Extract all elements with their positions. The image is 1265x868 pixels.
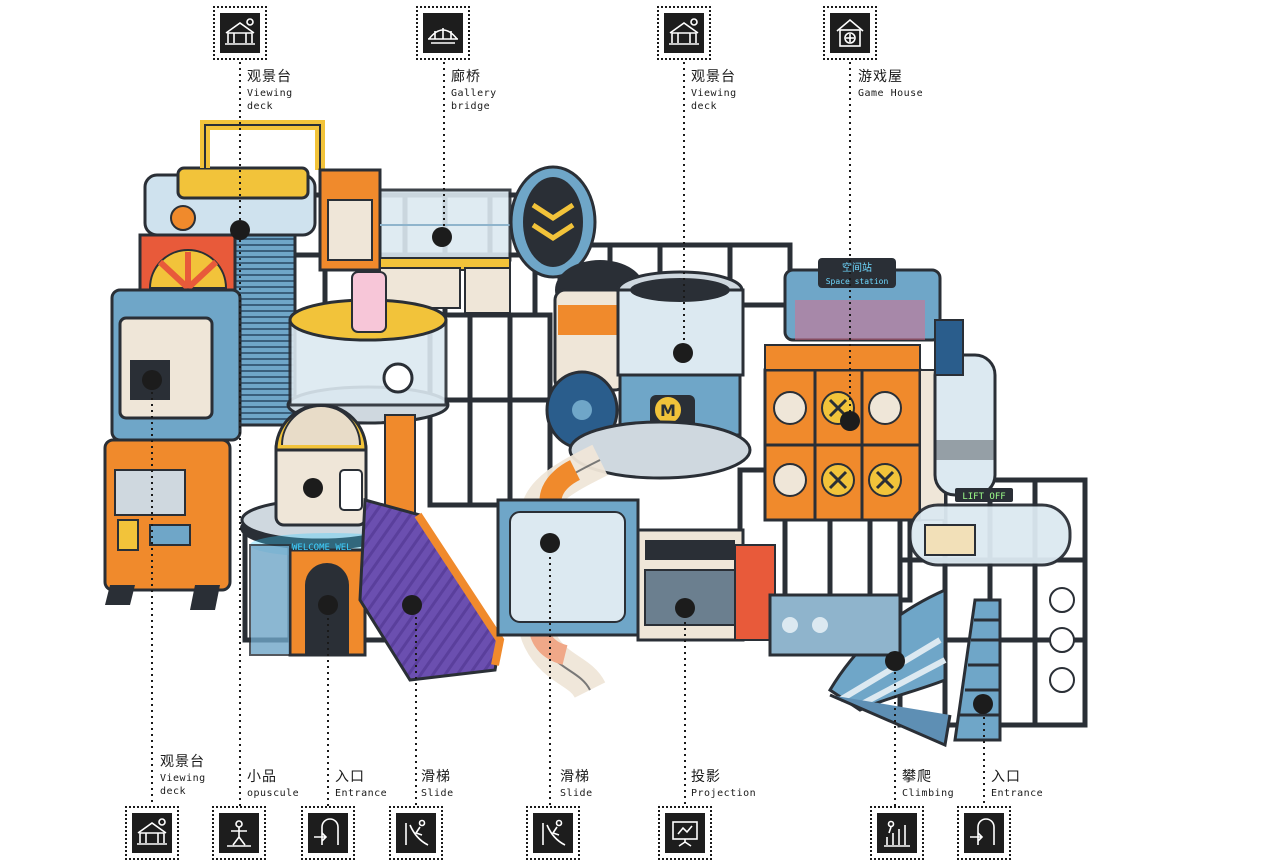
marker-dot [840, 411, 860, 431]
m-badge: M [660, 401, 676, 420]
viewing-deck-icon [132, 813, 172, 853]
space-station-sign-cn: 空间站 [842, 261, 872, 274]
callout-top-game-house [823, 6, 877, 60]
viewing-deck-icon [664, 13, 704, 53]
rocket-tower [103, 120, 325, 610]
marker-dot [673, 343, 693, 363]
climbing-wall [768, 587, 952, 748]
callout-bottom-label: 投影 Projection [691, 769, 757, 799]
callout-bottom-opuscule [212, 806, 266, 860]
marker-dot [230, 220, 250, 240]
round-platform [286, 271, 450, 526]
marker-dot [675, 598, 695, 618]
callout-bottom-entrance [301, 806, 355, 860]
entrance-icon [964, 813, 1004, 853]
purple-slide [358, 498, 505, 682]
marker-dot [973, 694, 993, 714]
callout-bottom-label: 攀爬 Climbing [902, 769, 955, 799]
callout-bottom-climbing [870, 806, 924, 860]
callout-bottom-slide-2 [526, 806, 580, 860]
slide-icon [396, 813, 436, 853]
climbing-icon [877, 813, 917, 853]
projection-block [496, 498, 776, 642]
projection-icon [665, 813, 705, 853]
right-tunnel: LIFT OFF [908, 488, 1075, 693]
callout-bottom-label: 入口 Entrance [991, 769, 1044, 799]
callout-bottom-viewing-deck [125, 806, 179, 860]
marker-dot [318, 595, 338, 615]
callout-top-gallery-bridge [416, 6, 470, 60]
viewing-deck-icon [220, 13, 260, 53]
marker-dot [303, 478, 323, 498]
game-house-icon [830, 13, 870, 53]
opuscule-icon [219, 813, 259, 853]
callout-bottom-label: 滑梯 Slide [560, 769, 593, 799]
central-tower: M [545, 260, 752, 480]
entrance-icon [308, 813, 348, 853]
welcome-sign: WELCOME WEL [292, 543, 352, 553]
gallery-bridge-icon [423, 13, 463, 53]
callout-top-viewing-deck-2 [657, 6, 711, 60]
marker-dot [885, 651, 905, 671]
lift-off-sign: LIFT OFF [962, 492, 1005, 502]
callout-top-label: 游戏屋 Game House [858, 69, 924, 99]
callout-top-viewing-deck [213, 6, 267, 60]
space-station-sign-en: Space station [826, 277, 889, 286]
callout-bottom-projection [658, 806, 712, 860]
callout-bottom-entrance-2 [957, 806, 1011, 860]
callout-bottom-label: 滑梯 Slide [421, 769, 454, 799]
callout-bottom-label: 入口 Entrance [335, 769, 388, 799]
marker-dot [432, 227, 452, 247]
slide-icon [533, 813, 573, 853]
callout-bottom-slide [389, 806, 443, 860]
gallery-bridge [318, 165, 597, 314]
marker-dot [402, 595, 422, 615]
callout-bottom-label: 小品 opuscule [247, 769, 300, 799]
marker-dot [142, 370, 162, 390]
game-house: 空间站 Space station [763, 258, 997, 522]
marker-dot [540, 533, 560, 553]
